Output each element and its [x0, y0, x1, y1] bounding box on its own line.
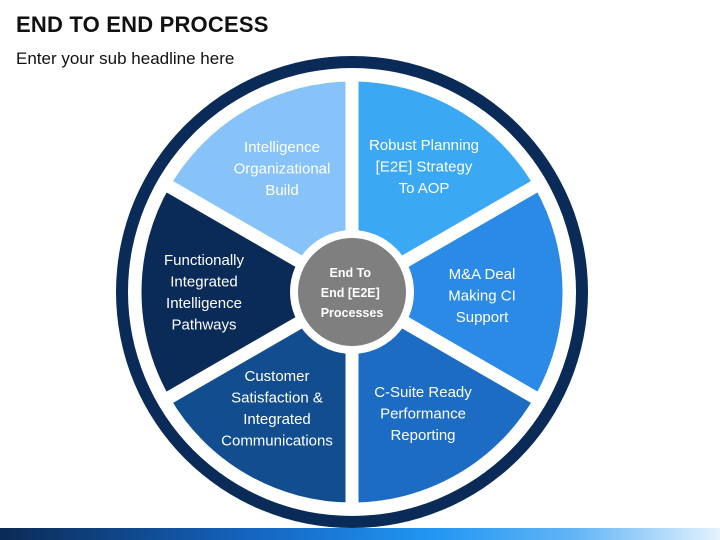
page-title: END TO END PROCESS	[16, 12, 269, 37]
segment-label-line: C-Suite Ready	[374, 384, 472, 401]
wheel-segment	[345, 280, 549, 516]
center-label-line: End To	[330, 266, 372, 280]
segment-label-line: Communications	[221, 433, 333, 450]
segment-label-line: Functionally	[164, 252, 245, 269]
segment-label-line: Customer	[244, 368, 309, 385]
bottom-accent-bar	[0, 528, 720, 540]
segment-label-line: Pathways	[171, 317, 236, 334]
segment-label-line: To AOP	[399, 180, 450, 197]
segment-label-line: Making CI	[448, 288, 516, 305]
segment-label-line: Build	[265, 182, 298, 199]
wheel-segments	[128, 68, 576, 516]
wheel-segment	[155, 68, 359, 304]
segment-label-line: Intelligence	[244, 139, 320, 156]
segment-label-line: Support	[456, 309, 509, 326]
segment-label-line: Organizational	[234, 161, 331, 178]
center-label-line: Processes	[321, 306, 384, 320]
page-subtitle: Enter your sub headline here	[16, 49, 235, 68]
center-label: End To End [E2E] Processes	[321, 266, 384, 320]
segment-label-line: Intelligence	[166, 295, 242, 312]
segment-label-line: Robust Planning	[369, 137, 479, 154]
segment-label-line: M&A Deal	[449, 266, 516, 283]
segment-label-line: Reporting	[390, 427, 455, 444]
segment-label-line: Integrated	[170, 274, 238, 291]
segment-label-line: Performance	[380, 406, 466, 423]
wheel-segment	[155, 280, 359, 516]
wheel-segment	[338, 174, 576, 410]
segment-label-line: Satisfaction &	[231, 390, 323, 407]
center-label-line: End [E2E]	[321, 286, 380, 300]
segment-label-line: Integrated	[243, 411, 311, 428]
segment-label: Robust Planning [E2E] Strategy To AOP	[369, 137, 479, 197]
wheel-segment	[345, 68, 549, 304]
center-circle	[298, 238, 406, 346]
segment-label-line: [E2E] Strategy	[376, 159, 473, 176]
wheel-segment	[128, 174, 366, 410]
